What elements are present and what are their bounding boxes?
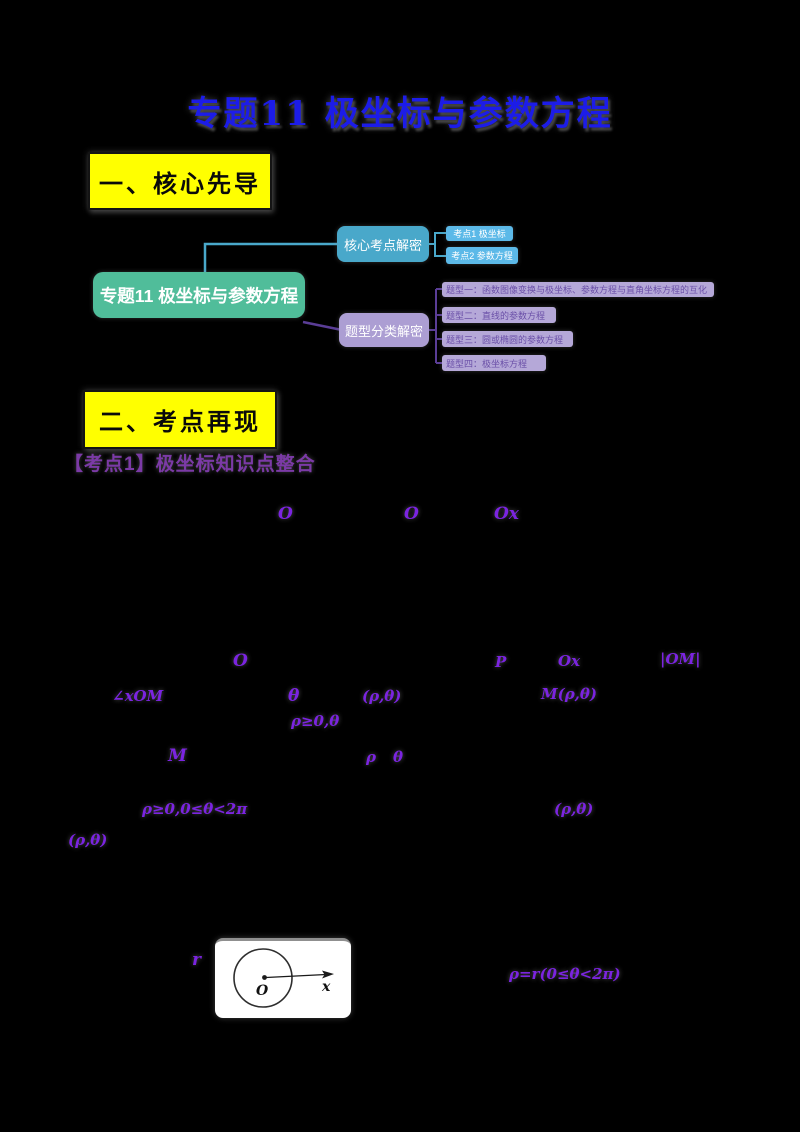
math-symbol: (ρ,θ) [362,687,402,705]
math-symbol: Ox [558,652,581,670]
section-banner-kaodian-review: 二、考点再现 [83,390,277,449]
mindmap-branch-kaodian-label: 核心考点解密 [343,237,422,253]
mindmap-tixing-item-label: 题型二：直线的参数方程 [446,310,546,321]
mindmap-branch-tixing-label: 题型分类解密 [344,323,423,339]
math-symbol: P [495,653,507,671]
math-symbol: Ox [494,504,519,524]
math-symbol: M [168,746,187,766]
mindmap-tixing-item-label: 题型一：函数图像变换与极坐标、参数方程与直角坐标方程的互化 [446,285,708,295]
section-banner-label: 二、考点再现 [99,409,261,436]
math-symbol: (ρ,θ) [554,800,594,818]
polar-circle-diagram: O x [215,938,351,1018]
mindmap-branch-tixing: 题型分类解密 [339,313,429,347]
math-symbol: ρ≥0,θ [291,712,340,730]
math-symbol: θ [288,686,300,706]
x-axis-label: x [321,979,331,995]
origin-label: O [256,983,269,999]
mindmap-tixing-item-label: 题型四：极坐标方程 [446,358,528,369]
mindmap-tixing-item-4: 题型四：极坐标方程 [442,355,546,371]
kaodian1-heading: 【考点1】极坐标知识点整合 [64,454,316,475]
math-symbol: O [233,651,248,671]
math-symbol: O [278,504,293,524]
math-symbol: ρ [366,748,376,766]
mindmap-tixing-item-1: 题型一：函数图像变换与极坐标、参数方程与直角坐标方程的互化 [442,282,714,297]
math-symbol: O [404,504,419,524]
math-symbol: (ρ,θ) [68,831,108,849]
mindmap-kaodian-item-1: 考点1 极坐标 [446,226,513,241]
mindmap-tixing-item-3: 题型三：圆或椭圆的参数方程 [442,331,573,347]
circle-with-axis-figure: O x [233,948,334,1008]
page-title: 专题11 极坐标与参数方程 [187,94,613,134]
mindmap-branch-kaodian: 核心考点解密 [337,226,429,262]
math-symbol: r [192,950,201,970]
math-expression: ρ=r(0≤θ<2π) [509,965,621,983]
mindmap-kaodian-item-label: 考点1 极坐标 [453,229,506,239]
mindmap-root-label: 专题11 极坐标与参数方程 [99,285,299,306]
mindmap-tixing-item-2: 题型二：直线的参数方程 [442,307,556,323]
section-banner-label: 一、核心先导 [99,170,261,198]
math-symbol: ∠xOM [112,687,164,705]
mindmap-tixing-item-label: 题型三：圆或椭圆的参数方程 [446,334,564,345]
math-symbol: M(ρ,θ) [541,685,598,703]
math-expression: ρ≥0,0≤θ<2π [142,800,248,818]
mindmap-kaodian-item-label: 考点2 参数方程 [451,251,513,261]
mindmap-kaodian-item-2: 考点2 参数方程 [446,247,518,264]
math-symbol: |OM| [660,650,701,668]
section-banner-core-guide: 一、核心先导 [88,152,272,210]
mindmap-root-node: 专题11 极坐标与参数方程 [93,272,305,318]
math-symbol: θ [393,748,404,766]
